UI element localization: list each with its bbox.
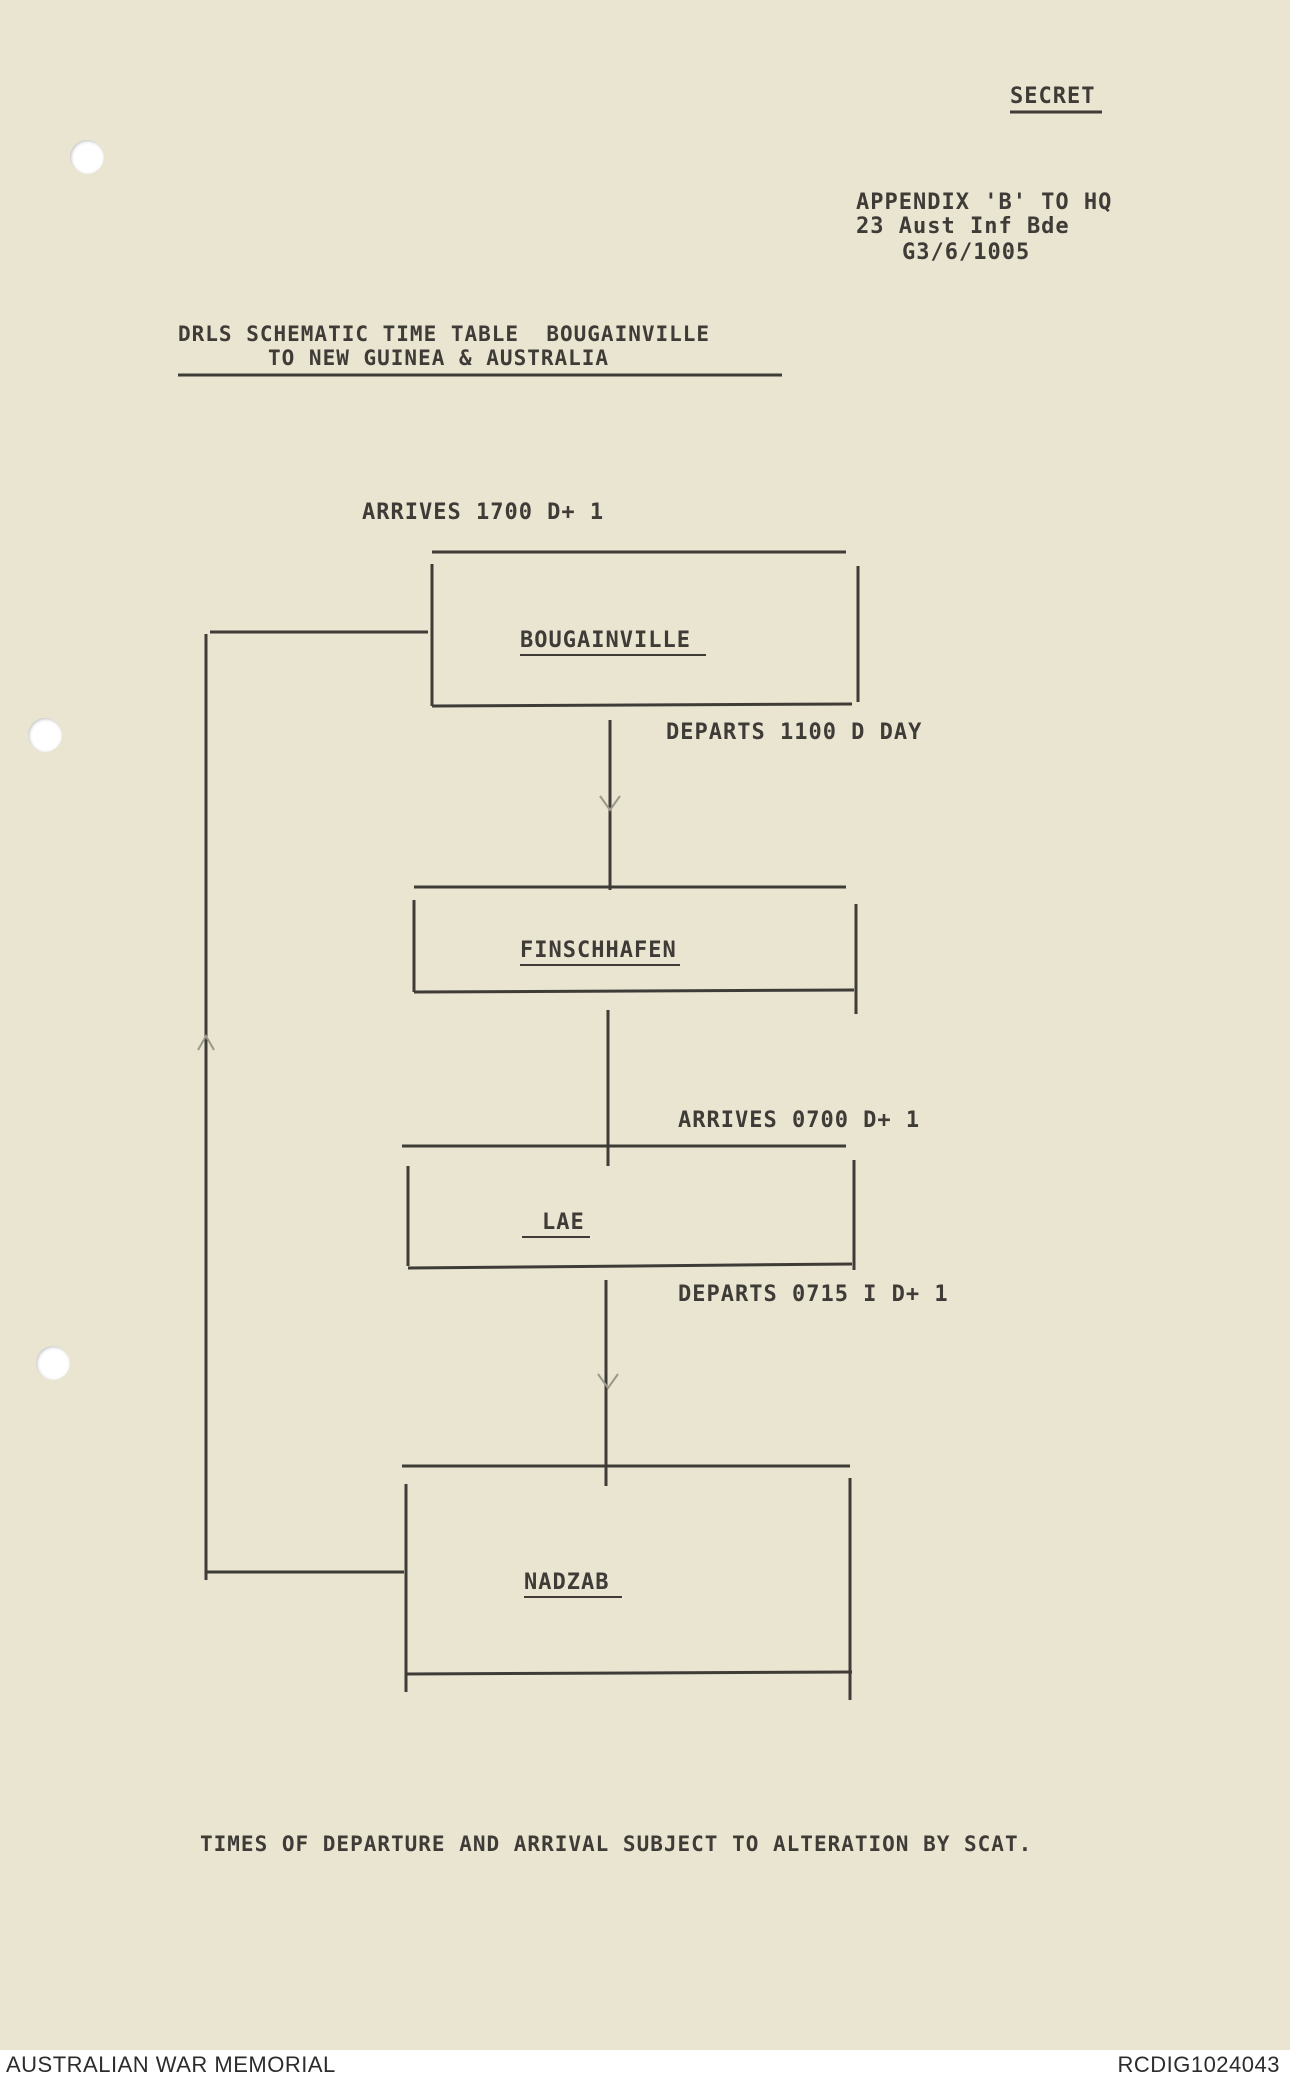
- arrowhead-down-1: [599, 795, 621, 812]
- finschhafen-box-bottom: [413, 988, 855, 994]
- arrowhead-down-2: [597, 1373, 619, 1390]
- appendix-line-3: G3/6/1005: [902, 240, 1031, 265]
- nadzab-box-bottom: [405, 1670, 853, 1676]
- station-bougainville: BOUGAINVILLE: [520, 628, 691, 653]
- footer-item-id: RCDIG1024043: [1117, 2052, 1280, 2077]
- appendix-line-1: APPENDIX 'B' TO HQ: [856, 190, 1113, 215]
- alteration-note: TIMES OF DEPARTURE AND ARRIVAL SUBJECT T…: [200, 1832, 1033, 1856]
- title-line-2: TO NEW GUINEA & AUSTRALIA: [268, 346, 610, 370]
- bougainville-arrives: ARRIVES 1700 D+ 1: [362, 500, 605, 525]
- lae-arrives: ARRIVES 0700 D+ 1: [678, 1108, 921, 1133]
- punch-hole-top: [70, 140, 104, 174]
- bougainville-departs: DEPARTS 1100 D DAY: [666, 720, 923, 745]
- classification-label: SECRET: [1010, 84, 1096, 109]
- station-lae: LAE: [542, 1210, 585, 1235]
- lae-box-bottom: [407, 1262, 853, 1270]
- station-nadzab: NADZAB: [524, 1570, 610, 1595]
- lae-departs: DEPARTS 0715 I D+ 1: [678, 1282, 949, 1307]
- bougainville-box-bottom: [431, 702, 853, 708]
- title-line-1: DRLS SCHEMATIC TIME TABLE BOUGAINVILLE: [178, 322, 711, 346]
- station-finschhafen: FINSCHHAFEN: [520, 938, 677, 963]
- footer-archive-name: AUSTRALIAN WAR MEMORIAL: [6, 2052, 336, 2077]
- appendix-line-2: 23 Aust Inf Bde: [856, 214, 1070, 239]
- punch-hole-bottom: [36, 1346, 70, 1380]
- arrowhead-up: [197, 1033, 215, 1051]
- punch-hole-middle: [28, 718, 62, 752]
